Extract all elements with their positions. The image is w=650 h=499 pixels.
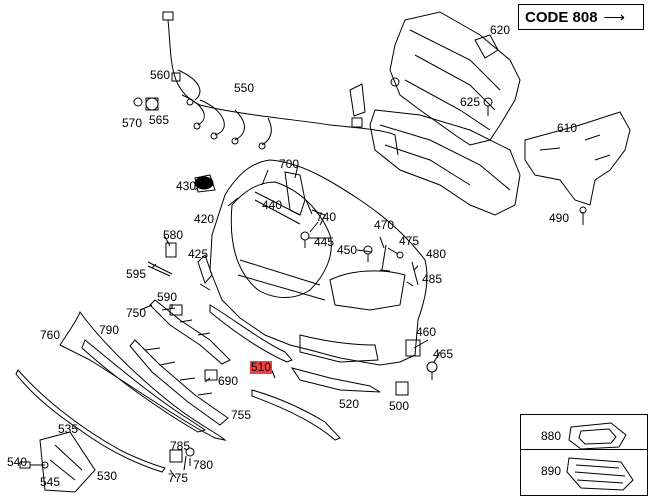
callout-760[interactable]: 760 [40,328,61,342]
code-808-label: CODE 808 ⟶ [518,4,644,30]
wiring-harness-550 [167,19,399,156]
code-text: CODE 808 [525,8,598,26]
callout-750[interactable]: 750 [126,306,147,320]
inset-label-880: 880 [541,429,562,443]
callout-690[interactable]: 690 [218,374,239,388]
callout-535[interactable]: 535 [58,422,79,436]
callout-430[interactable]: 430 [176,179,197,193]
grille-755 [129,339,229,426]
callout-785[interactable]: 785 [170,439,191,453]
callout-550[interactable]: 550 [234,81,255,95]
callout-755[interactable]: 755 [231,408,252,422]
callout-620[interactable]: 620 [490,23,511,37]
callout-520[interactable]: 520 [339,397,360,411]
callout-580[interactable]: 580 [163,228,184,242]
callout-510[interactable]: 510 [250,360,273,374]
callout-545[interactable]: 545 [40,475,61,489]
callout-610[interactable]: 610 [557,121,578,135]
callout-625[interactable]: 625 [460,95,481,109]
callout-570[interactable]: 570 [122,116,143,130]
callout-595[interactable]: 595 [126,267,147,281]
crash-beam-610 [369,109,521,216]
part-880-drawing [568,422,627,450]
callout-425[interactable]: 425 [188,247,209,261]
inset-label-890: 890 [541,464,562,478]
callout-775[interactable]: 775 [168,471,189,485]
callout-480[interactable]: 480 [426,247,447,261]
callout-485[interactable]: 485 [422,272,443,286]
inset-890: 890 [520,449,648,496]
grille-750 [149,299,231,365]
callout-790[interactable]: 790 [99,323,120,337]
callout-780[interactable]: 780 [193,458,214,472]
callout-465[interactable]: 465 [433,347,454,361]
callout-475[interactable]: 475 [399,234,420,248]
spoiler-520 [290,367,381,393]
callout-490[interactable]: 490 [549,211,570,225]
callout-700[interactable]: 700 [279,157,300,171]
arrow-right-icon: ⟶ [603,9,626,26]
callout-470[interactable]: 470 [374,218,395,232]
callout-540[interactable]: 540 [7,455,28,469]
callout-530[interactable]: 530 [97,469,118,483]
panel-790 [81,339,207,433]
trim-510 [251,389,341,441]
callout-445[interactable]: 445 [314,235,335,249]
callout-740[interactable]: 740 [316,210,337,224]
bumper-cover-420 [209,159,428,366]
callout-565[interactable]: 565 [149,113,170,127]
panel-760 [59,310,227,441]
callout-440[interactable]: 440 [262,198,283,212]
callout-450[interactable]: 450 [337,243,358,257]
callout-500[interactable]: 500 [389,399,410,413]
callout-560[interactable]: 560 [150,68,171,82]
callout-590[interactable]: 590 [157,290,178,304]
part-890-drawing [566,457,634,491]
callout-460[interactable]: 460 [416,325,437,339]
plate-530 [39,431,96,493]
callout-420[interactable]: 420 [194,212,215,226]
